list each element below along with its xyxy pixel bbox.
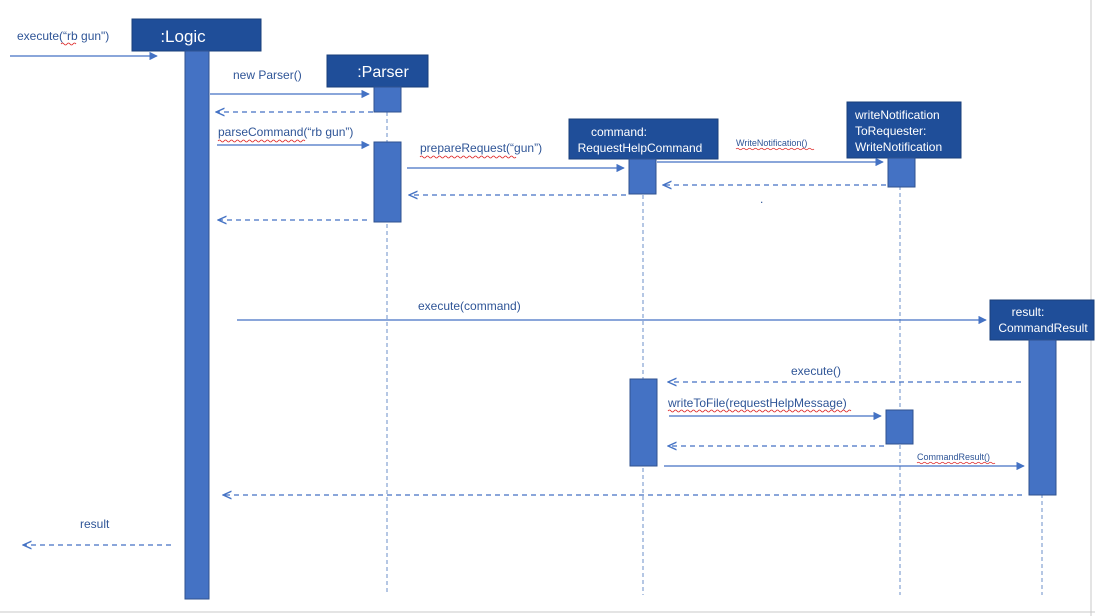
participant-command-line2: RequestHelpCommand (578, 141, 703, 155)
participant-notification-line3: WriteNotification (855, 140, 942, 154)
participant-result-line1: result: (1012, 305, 1045, 319)
label-command-result: CommandResult() (917, 452, 990, 462)
participant-command: command: RequestHelpCommand (568, 118, 719, 160)
participant-notification-line1: writeNotification (854, 108, 940, 122)
spellcheck-squiggle-rb (60, 42, 77, 46)
activation-command-1 (628, 158, 657, 195)
spellcheck-squiggle-parse (217, 139, 306, 143)
label-result: result (80, 517, 110, 531)
activation-parser-1 (373, 86, 402, 113)
label-write-notification: WriteNotification() (736, 138, 807, 148)
label-execute-command: execute(command) (418, 299, 521, 313)
spellcheck-squiggle-write-to-file (667, 409, 852, 413)
participant-logic: :Logic (131, 18, 262, 52)
participant-command-line1: command: (591, 125, 647, 139)
label-new-parser: new Parser() (233, 68, 302, 82)
activation-parser-2 (373, 141, 402, 223)
spellcheck-squiggle-write-notification (735, 147, 815, 151)
activation-notification-1 (887, 157, 916, 188)
activation-logic (184, 50, 210, 600)
participant-parser: :Parser (326, 54, 429, 88)
participant-result: result: CommandResult (989, 299, 1095, 341)
participant-result-line2: CommandResult (998, 321, 1088, 335)
participant-logic-label: :Logic (160, 27, 206, 46)
label-parse-command: parseCommand(“rb gun”) (218, 125, 353, 139)
spellcheck-squiggle-command-result (916, 461, 996, 465)
stray-dot: . (760, 192, 763, 206)
label-write-to-file: writeToFile(requestHelpMessage) (667, 396, 847, 410)
activation-result (1028, 339, 1057, 496)
activation-notification-2 (885, 409, 914, 445)
participant-notification-line2: ToRequester: (855, 124, 926, 138)
participant-notification: writeNotification ToRequester: WriteNoti… (846, 101, 962, 159)
label-execute: execute() (791, 364, 841, 378)
activation-command-2 (629, 378, 658, 467)
label-execute-in: execute(“rb gun") (17, 29, 109, 43)
label-prepare-request: prepareRequest(“gun”) (420, 141, 542, 155)
spellcheck-squiggle-prepare (419, 155, 517, 159)
participant-parser-label: :Parser (357, 64, 409, 81)
